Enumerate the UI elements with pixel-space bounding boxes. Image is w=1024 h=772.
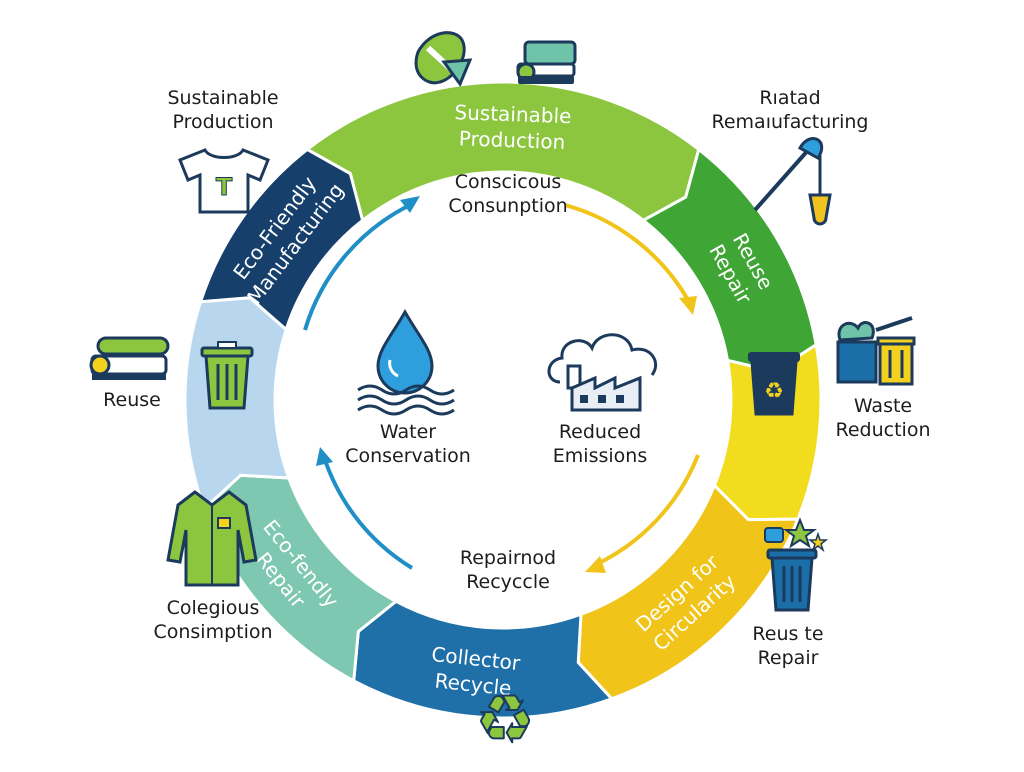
inner-label-emissions-line-1: Reduced <box>558 421 642 443</box>
arrow-left-up-head <box>400 196 420 213</box>
arrow-right-down <box>594 454 700 567</box>
inner-label-bottom-line-2: Recyccle <box>466 571 550 593</box>
outer-label-bottom-left-line-2: Consimption <box>153 621 273 643</box>
svg-text:♻: ♻ <box>475 681 534 758</box>
tshirt-icon: T <box>178 148 270 214</box>
outer-label-bottom-right: Reus te Repair <box>728 622 848 670</box>
factory-cloud-icon <box>547 333 658 412</box>
inner-label-top-line-2: Consunption <box>448 195 568 217</box>
outer-label-bottom-left: Colegious Consimption <box>148 596 278 644</box>
recycle-symbol-icon: ♻ <box>474 680 535 759</box>
outer-label-top-right: Rıatad Remaıufacturing <box>690 86 890 134</box>
fabric-roll-icon <box>516 40 577 84</box>
ring-label-top-line-1: Sustainable <box>454 100 572 128</box>
trash-can-left-icon <box>200 341 254 410</box>
outer-label-right-line-2: Reduction <box>835 419 931 441</box>
fabric-rolls-left-icon <box>89 336 170 380</box>
inner-label-top-line-1: Conscicous <box>454 171 562 193</box>
inner-label-bottom-line-1: Repairnod <box>459 547 557 569</box>
outer-label-bottom-right-line-2: Repair <box>757 647 819 669</box>
outer-label-bottom-left-line-1: Colegious <box>166 597 260 619</box>
arrow-bottom-left-head <box>316 447 333 466</box>
inner-label-top: Conscicous Consunption <box>418 170 598 218</box>
compost-bins-icon <box>836 316 916 386</box>
outer-label-right-line-1: Waste <box>853 395 913 417</box>
ring-segment-left-top <box>198 147 365 333</box>
outer-label-top-right-line-2: Remaıufacturing <box>711 111 869 133</box>
outer-label-top-left-line-1: Sustainable <box>167 87 279 109</box>
inner-label-water-line-1: Water <box>379 421 437 443</box>
sewing-needle-icon <box>753 137 832 226</box>
tshirt-letter: T <box>216 173 233 201</box>
inner-arrows <box>303 196 700 573</box>
inner-label-water-line-2: Conservation <box>345 445 471 467</box>
arrow-top-right-head <box>679 296 697 315</box>
outer-label-left: Reuse <box>92 388 172 412</box>
inner-label-bottom: Repairnod Recyccle <box>428 546 588 594</box>
trash-stars-icon <box>764 517 829 612</box>
arrow-bottom-left <box>323 459 414 570</box>
outer-label-right: Waste Reduction <box>818 394 948 442</box>
arrow-right-down-head <box>585 556 606 573</box>
arrow-top-right <box>564 203 690 302</box>
recycle-leaf-icon <box>414 31 473 88</box>
inner-label-emissions: Reduced Emissions <box>530 420 670 468</box>
outer-label-top-right-line-1: Rıatad <box>759 87 821 109</box>
outer-label-top-left: Sustainable Production <box>148 86 298 134</box>
svg-text:♻: ♻ <box>764 379 784 404</box>
arrow-left-up <box>303 203 411 331</box>
inner-label-emissions-line-2: Emissions <box>552 445 648 467</box>
water-drop-icon <box>357 308 455 416</box>
outer-label-bottom-right-line-1: Reus te <box>752 623 824 645</box>
ring-label-top-line-2: Production <box>458 126 565 154</box>
shirt-icon <box>166 490 258 587</box>
inner-label-water: Water Conservation <box>328 420 488 468</box>
recycle-bin-right-icon: ♻ <box>748 352 800 416</box>
outer-label-left-line-1: Reuse <box>103 389 161 411</box>
outer-label-top-left-line-2: Production <box>172 111 274 133</box>
